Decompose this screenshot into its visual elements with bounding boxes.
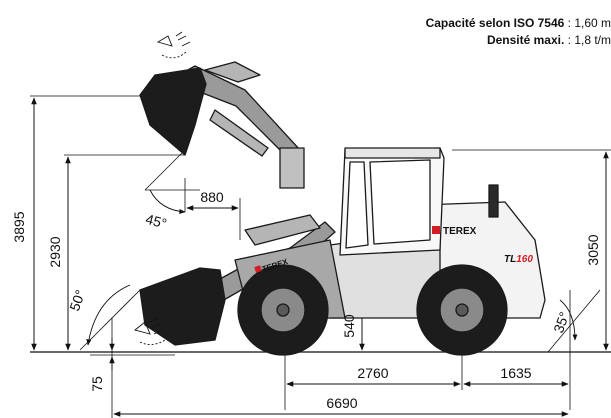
brand-logo-mark-arm (254, 265, 262, 273)
density-label: Densité maxi. (486, 33, 565, 47)
label-dump-angle: 45° (144, 211, 169, 232)
label-540: 540 (341, 314, 357, 338)
cab-window-side (369, 159, 431, 245)
arc-departure-angle (559, 299, 578, 341)
label-880: 880 (200, 189, 224, 205)
label-1635: 1635 (500, 365, 531, 381)
loader-machine (139, 61, 546, 356)
label-rollback-angle: 50° (66, 288, 88, 313)
capacity-line: Capacité selon ISO 7546 : 1,60 m (426, 16, 611, 30)
exhaust-pipe (488, 184, 499, 218)
bucket-tooth-symbol-bottom (134, 317, 166, 345)
lowered-bucket (139, 267, 226, 346)
brand-logo-mark (432, 226, 440, 234)
label-3895: 3895 (11, 211, 27, 242)
density-line: Densité maxi. : 1,8 t/m (487, 33, 611, 47)
bucket-tooth-symbol-top (156, 31, 191, 59)
label-2760: 2760 (357, 365, 388, 381)
arc-dump-angle (149, 189, 186, 215)
capacity-value: : 1,60 m (564, 16, 611, 30)
cab-window-front (345, 161, 369, 249)
arc-rollback-angle (86, 284, 131, 346)
model-badge: TL160 (504, 254, 533, 265)
label-75: 75 (89, 376, 105, 392)
label-2930: 2930 (47, 236, 63, 267)
label-departure-angle: 35° (550, 310, 572, 335)
label-3050: 3050 (585, 234, 601, 265)
label-6690: 6690 (326, 395, 357, 411)
brand-name: TEREX (443, 226, 477, 237)
capacity-label: Capacité selon ISO 7546 (425, 16, 565, 30)
density-value: : 1,8 t/m (564, 33, 611, 47)
raised-bucket (139, 67, 207, 156)
